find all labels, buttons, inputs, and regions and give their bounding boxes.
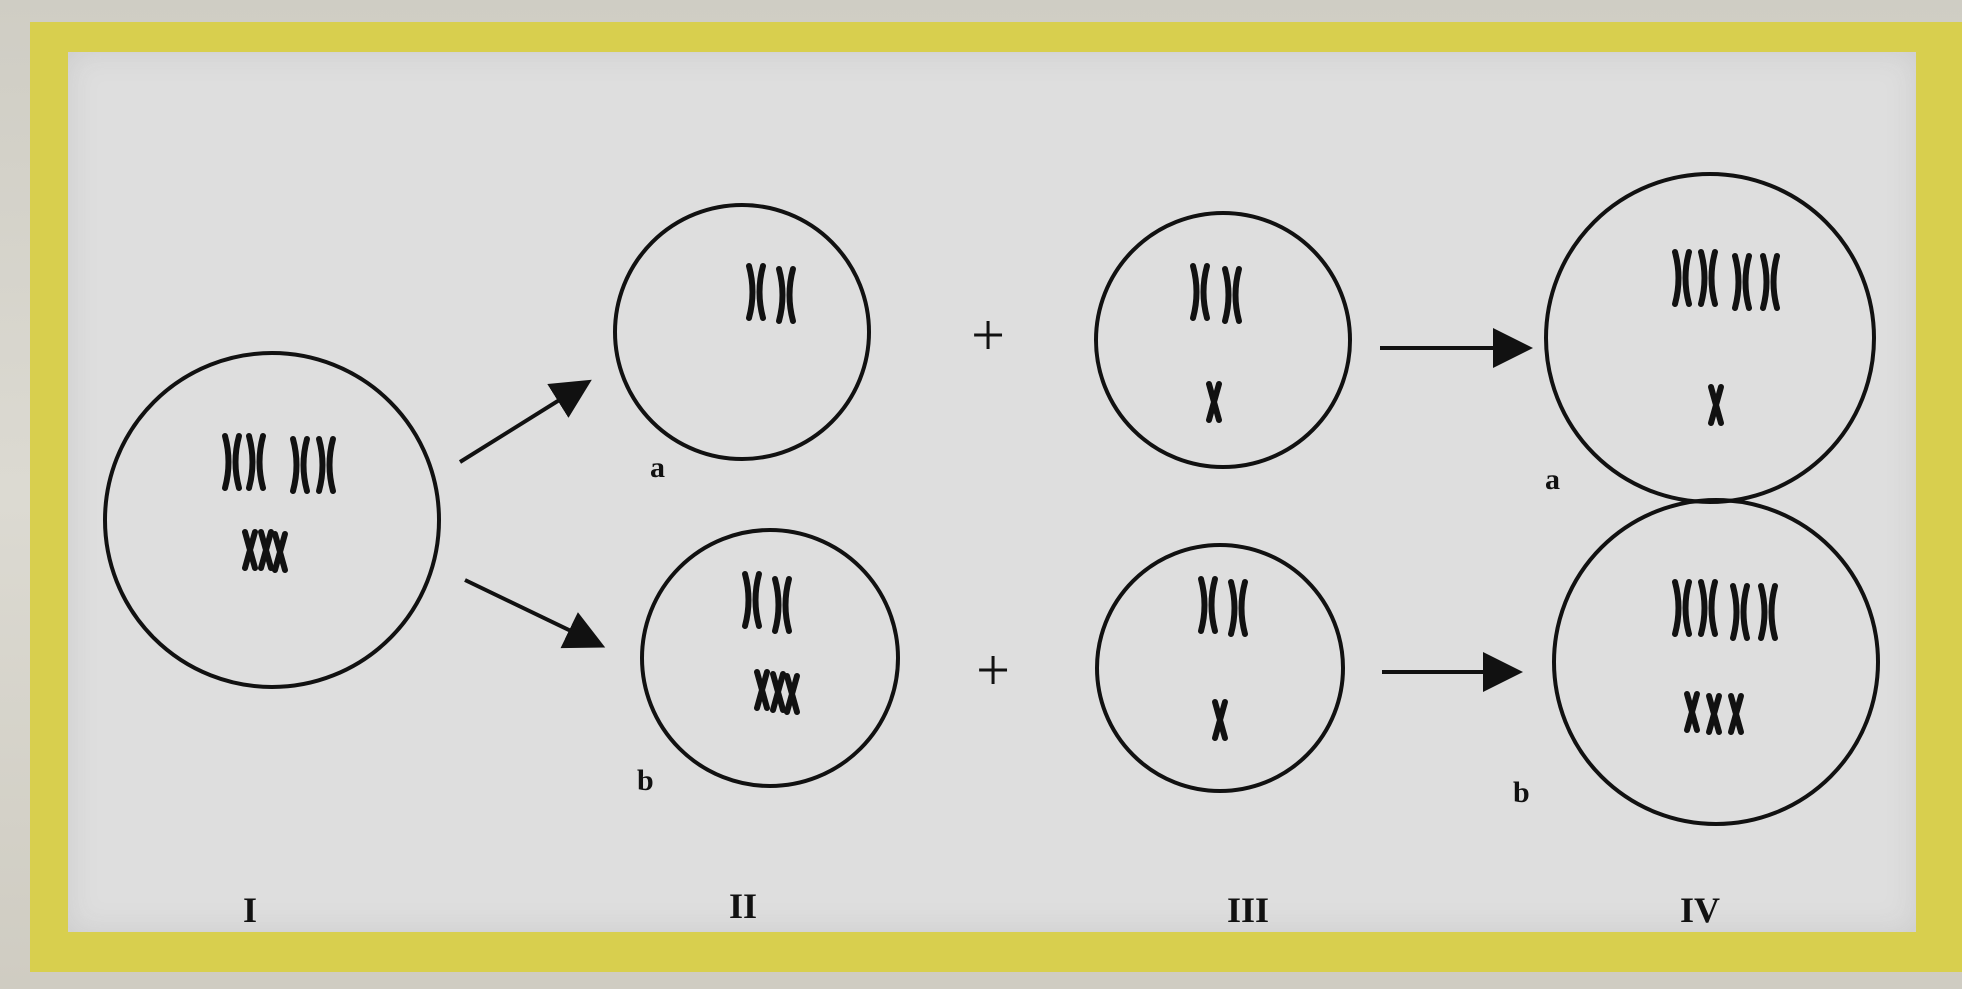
cell-IIIa-membrane <box>1096 213 1350 467</box>
cell-IIb <box>642 530 898 786</box>
column-label-IV: IV <box>1680 890 1720 930</box>
cell-IVb <box>1554 500 1878 824</box>
column-label-I: I <box>243 890 257 930</box>
arrow-I-to-IIa <box>460 384 585 462</box>
row-label-IIb: b <box>637 764 654 797</box>
cell-IIa <box>615 205 869 459</box>
arrow-I-to-IIb <box>465 580 598 644</box>
cell-IVa <box>1546 174 1874 502</box>
plus-sign-a: + <box>971 302 1005 368</box>
row-label-IIa: a <box>650 451 665 484</box>
cell-I-membrane <box>105 353 439 687</box>
plus-sign-b: + <box>976 637 1010 703</box>
row-label-IVa: a <box>1545 463 1560 496</box>
cell-IIIa <box>1096 213 1350 467</box>
row-label-IVb: b <box>1513 776 1530 809</box>
cell-IIa-membrane <box>615 205 869 459</box>
cell-I-chromosomes <box>225 436 333 570</box>
column-label-II: II <box>729 886 757 926</box>
cell-IVa-membrane <box>1546 174 1874 502</box>
cell-IIIb-membrane <box>1097 545 1343 791</box>
cell-IIIb <box>1097 545 1343 791</box>
cell-I <box>105 353 439 687</box>
cell-IIb-membrane <box>642 530 898 786</box>
column-label-III: III <box>1227 890 1269 930</box>
cell-IVb-membrane <box>1554 500 1878 824</box>
